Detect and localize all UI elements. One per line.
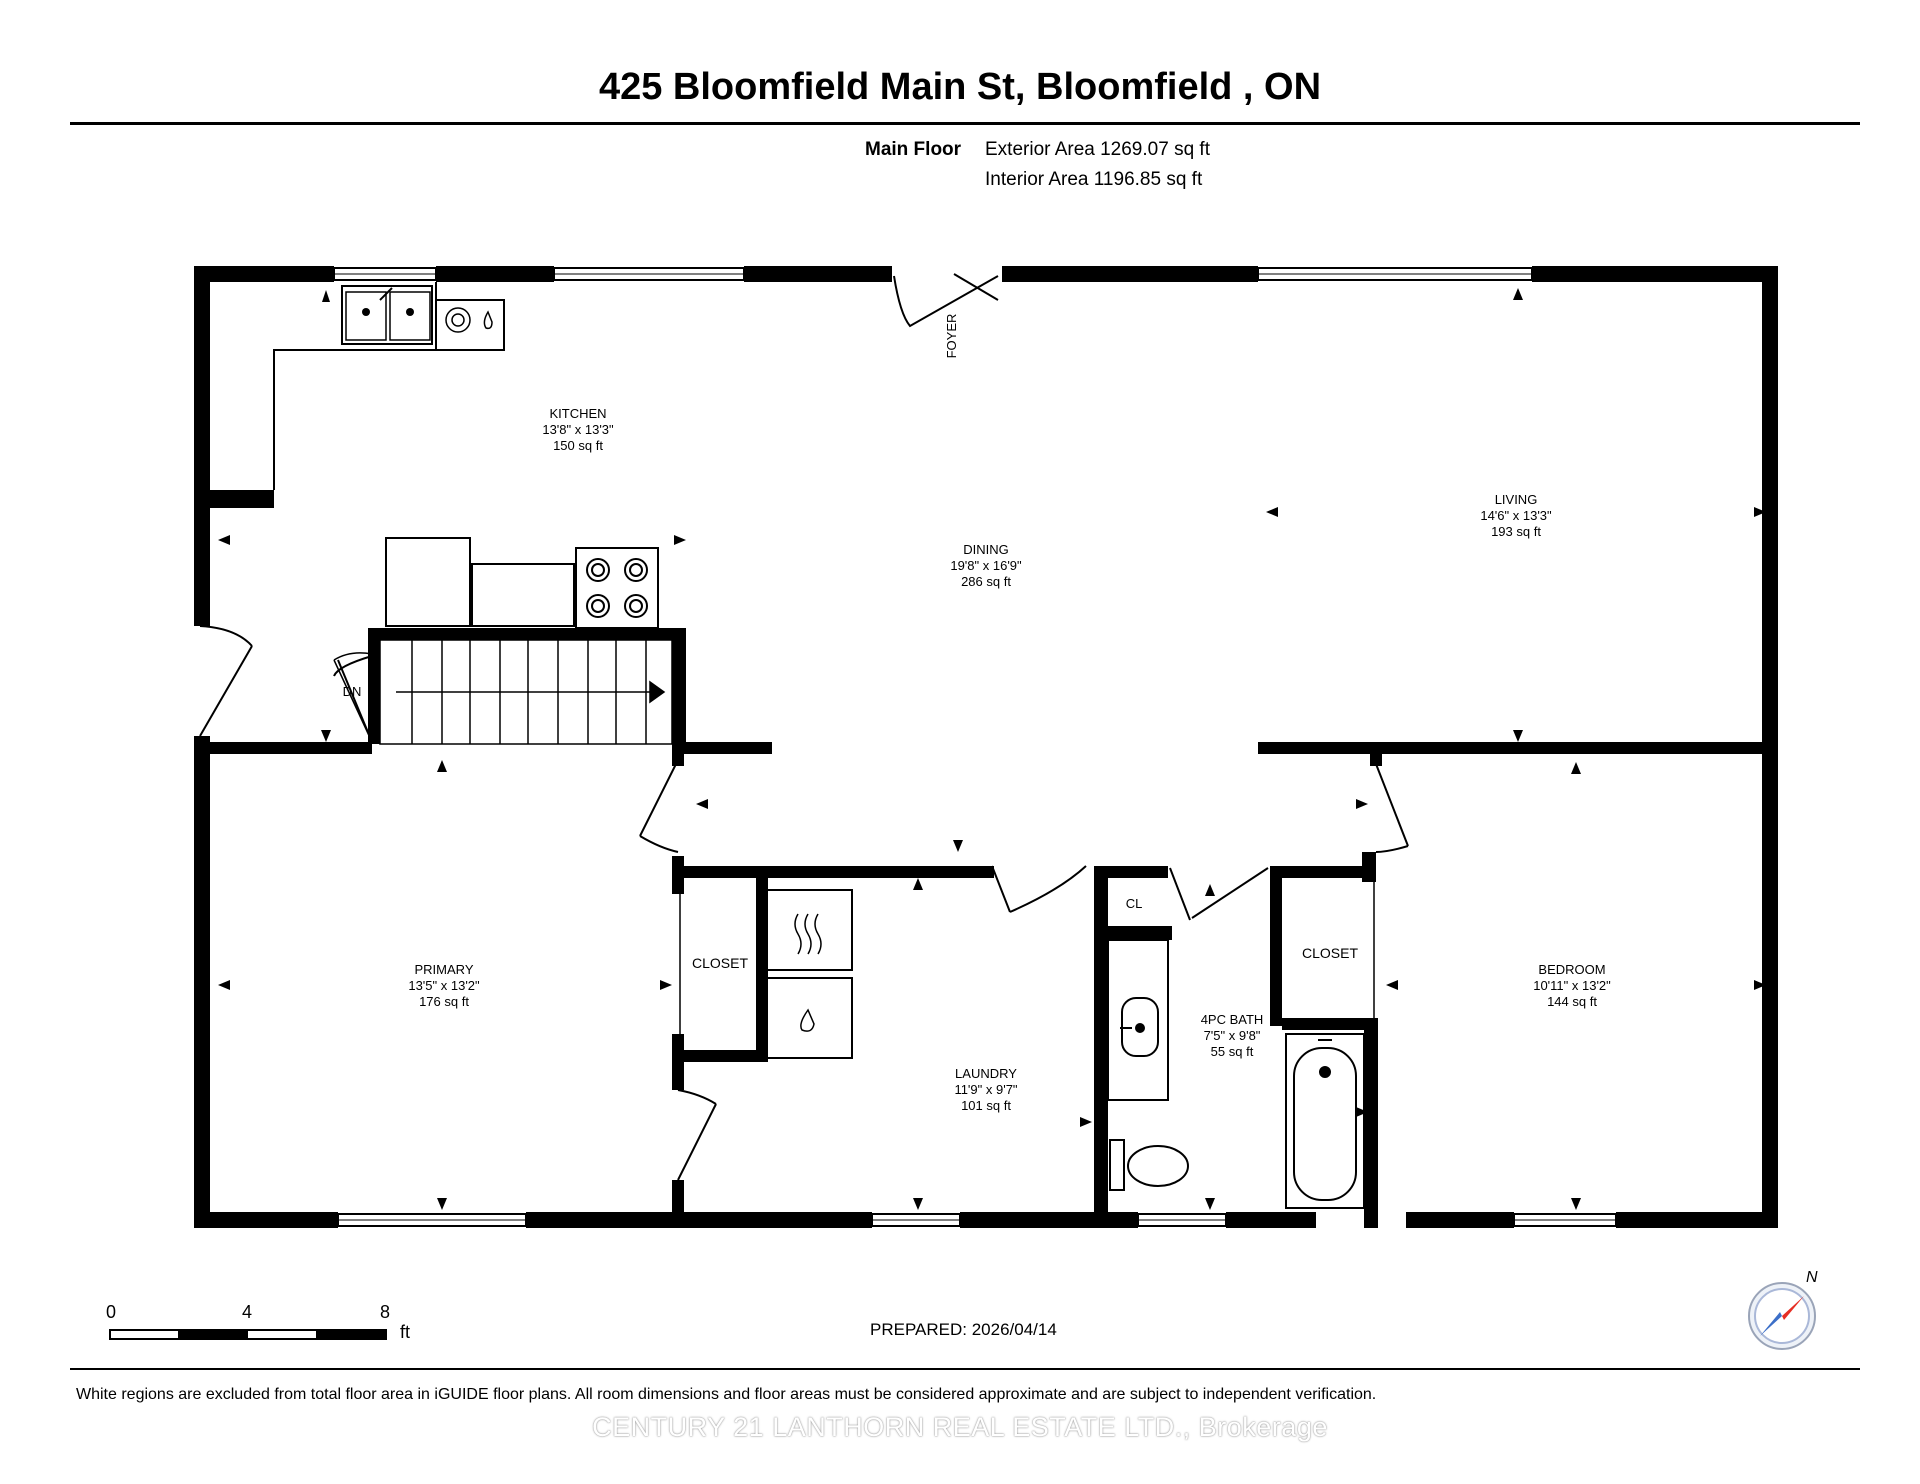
- svg-text:19'8" x 16'9": 19'8" x 16'9": [950, 558, 1022, 573]
- svg-text:DINING: DINING: [963, 542, 1009, 557]
- scale-tick-8: 8: [380, 1302, 391, 1322]
- interior-area: Interior Area 1196.85 sq ft: [985, 169, 1203, 190]
- range-burners-icon: [586, 558, 648, 618]
- toilet-icon: [1109, 1139, 1189, 1191]
- svg-text:101 sq ft: 101 sq ft: [961, 1098, 1011, 1113]
- closet-bedroom-label: CLOSET: [1302, 945, 1358, 961]
- bathtub-icon: [1285, 1033, 1365, 1209]
- stairs: [333, 639, 673, 745]
- stairs-dn-label: DN: [343, 684, 362, 699]
- primary-label: PRIMARY 13'5" x 13'2" 176 sq ft: [408, 962, 480, 1009]
- foyer-label: FOYER: [944, 314, 959, 359]
- footer-divider: [70, 1368, 1860, 1370]
- bath-label: 4PC BATH 7'5" x 9'8" 55 sq ft: [1201, 1012, 1264, 1059]
- svg-text:7'5" x 9'8": 7'5" x 9'8": [1204, 1028, 1261, 1043]
- svg-text:LIVING: LIVING: [1495, 492, 1538, 507]
- prepared-date: PREPARED: 2026/04/14: [870, 1320, 1057, 1339]
- svg-text:PRIMARY: PRIMARY: [415, 962, 474, 977]
- dryer: [765, 889, 853, 971]
- svg-text:LAUNDRY: LAUNDRY: [955, 1066, 1017, 1081]
- svg-text:150 sq ft: 150 sq ft: [553, 438, 603, 453]
- scale-unit: ft: [400, 1322, 411, 1342]
- svg-text:55 sq ft: 55 sq ft: [1211, 1044, 1254, 1059]
- dining-label: DINING 19'8" x 16'9" 286 sq ft: [950, 542, 1022, 589]
- window-panes: [334, 273, 1616, 1221]
- interior-walls: [210, 490, 1778, 1228]
- doors: [199, 273, 1409, 1181]
- kitchen-sink-icon: [345, 287, 431, 341]
- exterior-walls: [194, 266, 1778, 1228]
- brokerage-watermark: CENTURY 21 LANTHORN REAL ESTATE LTD., Br…: [592, 1412, 1328, 1442]
- svg-text:10'11" x 13'2": 10'11" x 13'2": [1533, 978, 1611, 993]
- svg-text:176 sq ft: 176 sq ft: [419, 994, 469, 1009]
- scale-bar: [109, 1329, 387, 1340]
- svg-text:13'5" x 13'2": 13'5" x 13'2": [408, 978, 480, 993]
- property-address-title: 425 Bloomfield Main St, Bloomfield , ON: [598, 66, 1322, 108]
- svg-text:11'9" x 9'7": 11'9" x 9'7": [954, 1082, 1017, 1097]
- svg-text:N: N: [1806, 1269, 1818, 1286]
- washer: [765, 977, 853, 1059]
- dimension-arrows: [218, 288, 1766, 1210]
- living-label: LIVING 14'6" x 13'3" 193 sq ft: [1480, 492, 1552, 539]
- laundry-label: LAUNDRY 11'9" x 9'7" 101 sq ft: [954, 1066, 1017, 1113]
- bedroom-label: BEDROOM 10'11" x 13'2" 144 sq ft: [1533, 962, 1611, 1009]
- svg-text:14'6" x 13'3": 14'6" x 13'3": [1480, 508, 1552, 523]
- svg-text:286 sq ft: 286 sq ft: [961, 574, 1011, 589]
- svg-text:13'8" x 13'3": 13'8" x 13'3": [542, 422, 614, 437]
- svg-text:144 sq ft: 144 sq ft: [1547, 994, 1597, 1009]
- cl-label: CL: [1126, 896, 1143, 911]
- svg-text:KITCHEN: KITCHEN: [549, 406, 606, 421]
- dishwasher-icon: [445, 307, 493, 333]
- closet-openings: [679, 882, 1375, 1034]
- kitchen-label: KITCHEN 13'8" x 13'3" 150 sq ft: [542, 406, 614, 453]
- svg-text:4PC BATH: 4PC BATH: [1201, 1012, 1264, 1027]
- compass-icon: N: [1748, 1269, 1818, 1350]
- scale-tick-0: 0: [106, 1302, 117, 1322]
- scale-tick-4: 4: [242, 1302, 253, 1322]
- closet-primary-label: CLOSET: [692, 955, 748, 971]
- svg-text:BEDROOM: BEDROOM: [1538, 962, 1605, 977]
- floor-label: Main Floor: [865, 139, 962, 160]
- disclaimer: White regions are excluded from total fl…: [76, 1386, 1377, 1403]
- header-divider: [70, 122, 1860, 125]
- exterior-area: Exterior Area 1269.07 sq ft: [985, 139, 1210, 160]
- svg-text:193 sq ft: 193 sq ft: [1491, 524, 1541, 539]
- kitchen-counters: [273, 282, 659, 629]
- bath-vanity: [1107, 939, 1169, 1101]
